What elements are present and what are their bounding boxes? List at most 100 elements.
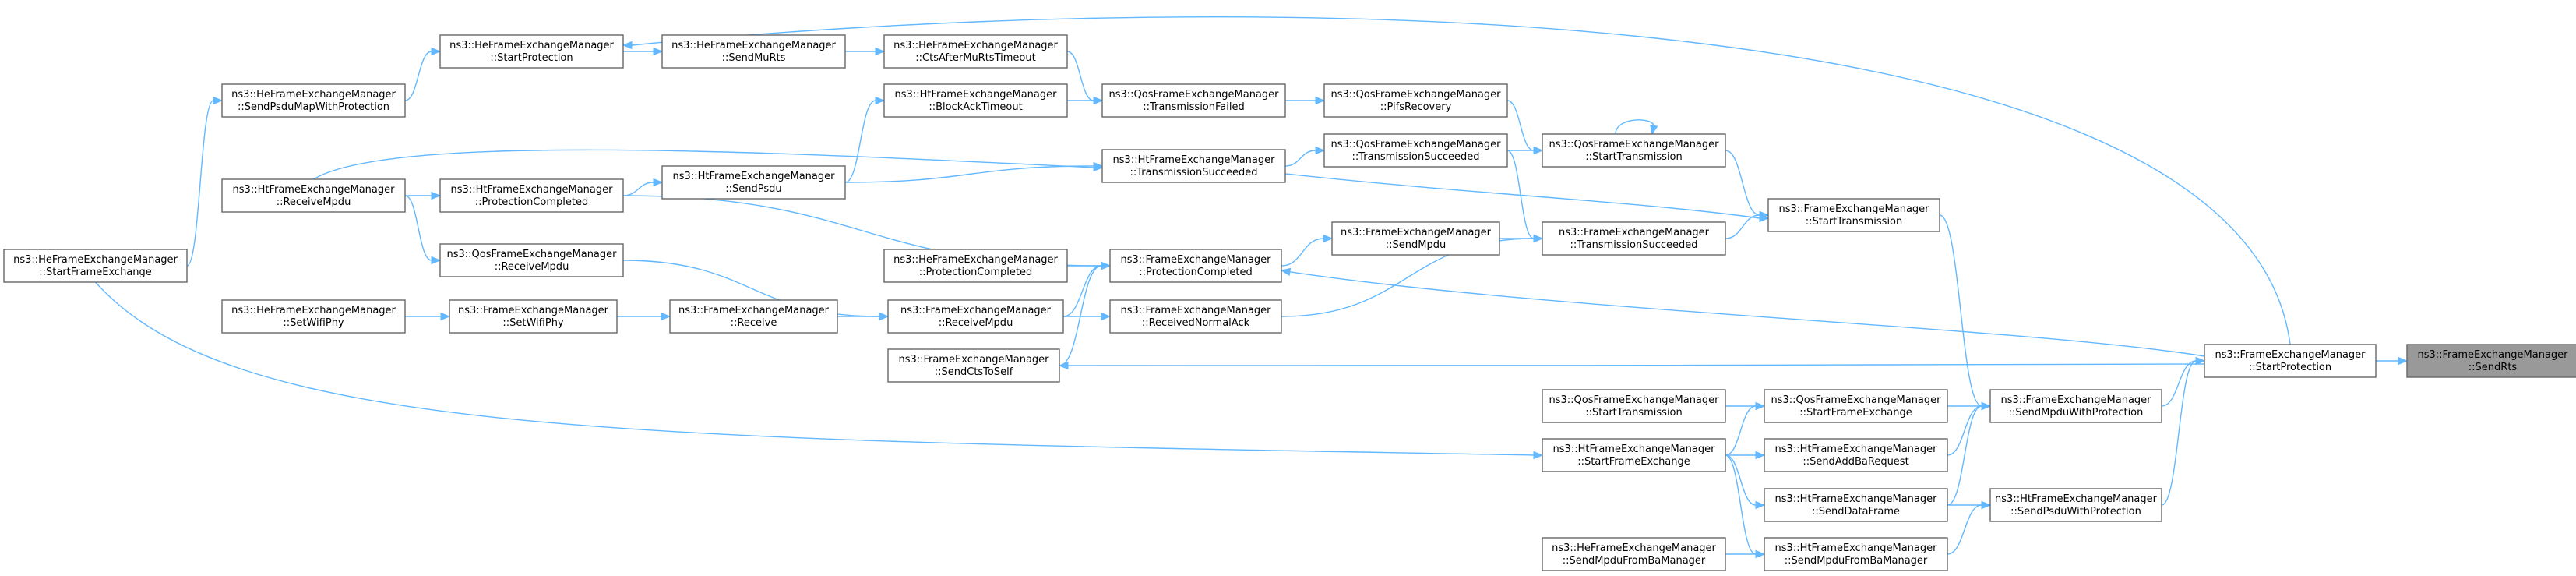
node-he-cts-after-mu-rts-timeout[interactable]: ns3::HeFrameExchangeManager::CtsAfterMuR… bbox=[883, 34, 1068, 69]
node-method-label: ::TransmissionFailed bbox=[1143, 101, 1244, 113]
node-qos-receive-mpdu[interactable]: ns3::QosFrameExchangeManager::ReceiveMpd… bbox=[439, 243, 624, 277]
node-method-label: ::ProtectionCompleted bbox=[475, 196, 588, 208]
node-ht-send-psdu-with-protection[interactable]: ns3::HtFrameExchangeManager::SendPsduWit… bbox=[1989, 488, 2162, 522]
node-class-label: ns3::FrameExchangeManager bbox=[678, 305, 830, 316]
edge-ht_start_frame_exchange-to-ht_send_data_frame bbox=[1725, 454, 1766, 510]
node-class-label: ns3::QosFrameExchangeManager bbox=[1330, 89, 1501, 101]
edge-ht_start_frame_exchange-to-qos_start_frame_exchange bbox=[1725, 401, 1766, 456]
node-qos-pifs-recovery[interactable]: ns3::QosFrameExchangeManager::PifsRecove… bbox=[1323, 83, 1508, 118]
graph-nodes: ns3::FrameExchangeManager::SendRtsns3::F… bbox=[3, 34, 2576, 571]
node-box bbox=[1101, 83, 1286, 118]
node-fem-start-transmission[interactable]: ns3::FrameExchangeManager::StartTransmis… bbox=[1767, 198, 1940, 232]
node-class-label: ns3::HeFrameExchangeManager bbox=[231, 305, 396, 316]
node-he-send-mu-rts[interactable]: ns3::HeFrameExchangeManager::SendMuRts bbox=[661, 34, 846, 69]
node-fem-protection-completed[interactable]: ns3::FrameExchangeManager::ProtectionCom… bbox=[1109, 249, 1282, 283]
node-he-set-wifi-phy[interactable]: ns3::HeFrameExchangeManager::SetWifiPhy bbox=[221, 299, 406, 334]
node-box bbox=[883, 83, 1068, 118]
edge-ht_send_data_frame-to-ht_send_psdu_with_protection bbox=[1947, 500, 1992, 510]
node-class-label: ns3::HtFrameExchangeManager bbox=[451, 184, 614, 196]
node-class-label: ns3::FrameExchangeManager bbox=[1120, 305, 1271, 316]
node-fem-receive-mpdu[interactable]: ns3::FrameExchangeManager::ReceiveMpdu bbox=[887, 299, 1064, 334]
node-he-start-frame-exchange[interactable]: ns3::HeFrameExchangeManager::StartFrameE… bbox=[3, 249, 188, 283]
node-box bbox=[1767, 198, 1940, 232]
node-qos-start-transmission[interactable]: ns3::QosFrameExchangeManager::StartTrans… bbox=[1542, 133, 1726, 168]
node-fem-start-protection[interactable]: ns3::FrameExchangeManager::StartProtecti… bbox=[2204, 344, 2377, 378]
edge-qos_transmission_succeeded-to-qos_start_transmission bbox=[1507, 146, 1544, 155]
node-ht-send-add-ba-request[interactable]: ns3::HtFrameExchangeManager::SendAddBaRe… bbox=[1764, 438, 1948, 472]
node-class-label: ns3::HtFrameExchangeManager bbox=[1995, 493, 2158, 505]
node-ht-send-mpdu-from-ba-manager[interactable]: ns3::HtFrameExchangeManager::SendMpduFro… bbox=[1764, 537, 1948, 571]
node-qos-start-transmission-b[interactable]: ns3::QosFrameExchangeManager::StartTrans… bbox=[1542, 389, 1726, 423]
edge-ht_send_psdu_with_protection-to-fem_start_protection bbox=[2161, 356, 2206, 506]
node-he-send-mpdu-from-ba-manager[interactable]: ns3::HeFrameExchangeManager::SendMpduFro… bbox=[1542, 537, 1726, 571]
node-class-label: ns3::QosFrameExchangeManager bbox=[1549, 139, 1719, 150]
edge-he_set_wifi_phy-to-fem_set_wifi_phy bbox=[405, 312, 451, 321]
node-method-label: ::SendPsduMapWithProtection bbox=[238, 101, 389, 113]
node-qos-start-frame-exchange[interactable]: ns3::QosFrameExchangeManager::StartFrame… bbox=[1764, 389, 1948, 423]
node-box bbox=[669, 299, 838, 334]
node-ht-send-psdu[interactable]: ns3::HtFrameExchangeManager::SendPsdu bbox=[661, 165, 846, 200]
node-method-label: ::TransmissionSucceeded bbox=[1570, 239, 1697, 251]
node-class-label: ns3::FrameExchangeManager bbox=[900, 305, 1052, 316]
node-method-label: ::SendPsdu bbox=[725, 183, 781, 195]
edge-he_send_mpdu_from_ba_manager-to-ht_send_mpdu_from_ba_manager bbox=[1725, 549, 1766, 559]
node-method-label: ::TransmissionSucceeded bbox=[1129, 167, 1257, 178]
node-box bbox=[1764, 488, 1948, 522]
node-box bbox=[1542, 389, 1726, 423]
node-box bbox=[1323, 83, 1508, 118]
node-method-label: ::ReceiveMpdu bbox=[939, 317, 1013, 329]
node-ht-protection-completed[interactable]: ns3::HtFrameExchangeManager::ProtectionC… bbox=[439, 178, 624, 213]
node-box bbox=[221, 178, 406, 213]
node-method-label: ::SendMpdu bbox=[1386, 239, 1446, 251]
node-fem-send-cts-to-self[interactable]: ns3::FrameExchangeManager::SendCtsToSelf bbox=[887, 348, 1060, 383]
node-method-label: ::SendAddBaRequest bbox=[1802, 456, 1908, 468]
node-box bbox=[1542, 537, 1726, 571]
node-ht-start-frame-exchange[interactable]: ns3::HtFrameExchangeManager::StartFrameE… bbox=[1542, 438, 1726, 472]
node-send-rts[interactable]: ns3::FrameExchangeManager::SendRts bbox=[2406, 344, 2576, 378]
node-class-label: ns3::FrameExchangeManager bbox=[1559, 227, 1710, 239]
node-box bbox=[1109, 299, 1282, 334]
node-class-label: ns3::FrameExchangeManager bbox=[2215, 349, 2366, 361]
node-fem-send-mpdu[interactable]: ns3::FrameExchangeManager::SendMpdu bbox=[1331, 221, 1500, 256]
node-box bbox=[1989, 488, 2162, 522]
node-class-label: ns3::QosFrameExchangeManager bbox=[1771, 394, 1941, 406]
node-box bbox=[1764, 537, 1948, 571]
edge-qos_pifs_recovery-to-qos_start_transmission bbox=[1506, 100, 1544, 155]
node-class-label: ns3::HtFrameExchangeManager bbox=[1553, 443, 1716, 455]
node-fem-send-mpdu-with-protection[interactable]: ns3::FrameExchangeManager::SendMpduWithP… bbox=[1989, 389, 2162, 423]
node-ht-transmission-succeeded[interactable]: ns3::HtFrameExchangeManager::Transmissio… bbox=[1101, 149, 1286, 183]
node-he-send-psdu-map-with-protection[interactable]: ns3::HeFrameExchangeManager::SendPsduMap… bbox=[221, 83, 406, 118]
node-fem-set-wifi-phy[interactable]: ns3::FrameExchangeManager::SetWifiPhy bbox=[449, 299, 618, 334]
edge-fem_start_protection-to-fem_protection_completed bbox=[1280, 267, 2205, 357]
node-class-label: ns3::HeFrameExchangeManager bbox=[893, 40, 1058, 51]
node-class-label: ns3::HtFrameExchangeManager bbox=[1775, 542, 1938, 554]
node-box bbox=[2406, 344, 2576, 378]
edge-ht_transmission_succeeded-to-fem_start_transmission bbox=[1284, 173, 1770, 223]
node-method-label: ::StartFrameExchange bbox=[1799, 407, 1912, 419]
node-ht-send-data-frame[interactable]: ns3::HtFrameExchangeManager::SendDataFra… bbox=[1764, 488, 1948, 522]
node-fem-received-normal-ack[interactable]: ns3::FrameExchangeManager::ReceivedNorma… bbox=[1109, 299, 1282, 334]
node-qos-transmission-succeeded[interactable]: ns3::QosFrameExchangeManager::Transmissi… bbox=[1323, 133, 1508, 168]
node-method-label: ::SendCtsToSelf bbox=[935, 366, 1013, 378]
node-he-protection-completed[interactable]: ns3::HeFrameExchangeManager::ProtectionC… bbox=[883, 249, 1068, 283]
node-method-label: ::ProtectionCompleted bbox=[919, 267, 1032, 278]
node-fem-receive[interactable]: ns3::FrameExchangeManager::Receive bbox=[669, 299, 838, 334]
node-class-label: ns3::HeFrameExchangeManager bbox=[1552, 542, 1716, 554]
node-class-label: ns3::HtFrameExchangeManager bbox=[673, 171, 836, 182]
edge-fem_protection_completed-to-fem_send_mpdu bbox=[1281, 234, 1334, 267]
node-qos-transmission-failed[interactable]: ns3::QosFrameExchangeManager::Transmissi… bbox=[1101, 83, 1286, 118]
node-box bbox=[1542, 438, 1726, 472]
node-ht-receive-mpdu[interactable]: ns3::HtFrameExchangeManager::ReceiveMpdu bbox=[221, 178, 406, 213]
node-ht-block-ack-timeout[interactable]: ns3::HtFrameExchangeManager::BlockAckTim… bbox=[883, 83, 1068, 118]
node-fem-transmission-succeeded[interactable]: ns3::FrameExchangeManager::TransmissionS… bbox=[1542, 221, 1726, 256]
node-box bbox=[3, 249, 188, 283]
graph-edges bbox=[94, 16, 2409, 559]
node-he-start-protection[interactable]: ns3::HeFrameExchangeManager::StartProtec… bbox=[439, 34, 624, 69]
edge-qos_start_transmission-to-fem_start_transmission bbox=[1725, 150, 1770, 220]
node-box bbox=[439, 34, 624, 69]
node-method-label: ::StartFrameExchange bbox=[39, 267, 152, 278]
node-box bbox=[221, 83, 406, 118]
edge-he_start_frame_exchange-to-he_send_psdu_map_with_protection bbox=[186, 96, 224, 267]
node-method-label: ::StartTransmission bbox=[1806, 216, 1903, 228]
node-box bbox=[1764, 438, 1948, 472]
